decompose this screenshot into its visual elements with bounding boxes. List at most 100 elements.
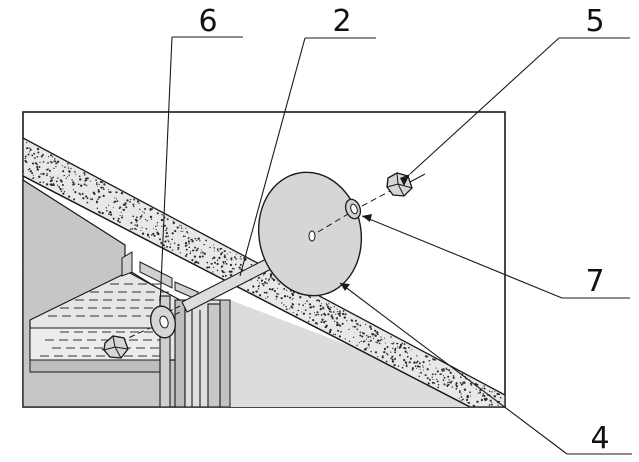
foam-speckle <box>383 350 386 354</box>
foam-speckle <box>458 397 460 400</box>
foam-speckle <box>202 253 204 255</box>
foam-speckle <box>338 335 342 338</box>
foam-speckle <box>209 246 211 249</box>
foam-speckle <box>342 310 345 312</box>
foam-speckle <box>335 313 337 315</box>
foam-speckle <box>218 256 221 260</box>
foam-speckle <box>57 177 59 179</box>
foam-speckle <box>411 369 414 371</box>
foam-speckle <box>95 179 97 181</box>
foam-speckle <box>54 158 56 160</box>
foam-speckle <box>197 261 200 265</box>
foam-speckle <box>96 185 98 187</box>
foam-speckle <box>149 215 153 219</box>
foam-speckle <box>411 367 415 370</box>
foam-speckle <box>124 202 127 205</box>
foam-speckle <box>226 253 228 255</box>
foam-speckle <box>105 207 107 209</box>
foam-speckle <box>460 396 463 398</box>
foam-speckle <box>262 284 265 287</box>
foam-speckle <box>49 176 51 178</box>
foam-speckle <box>330 306 332 309</box>
foam-speckle <box>119 206 122 209</box>
foam-speckle <box>63 175 65 177</box>
foam-speckle <box>415 361 418 364</box>
foam-speckle <box>91 198 94 201</box>
foam-speckle <box>422 364 424 366</box>
foam-speckle <box>134 224 136 226</box>
foam-speckle <box>86 177 89 180</box>
foam-speckle <box>179 252 181 254</box>
foam-speckle <box>81 192 84 195</box>
foam-speckle <box>230 274 233 276</box>
foam-speckle <box>386 352 388 355</box>
foam-speckle <box>216 269 219 272</box>
foam-speckle <box>399 345 402 349</box>
foam-speckle <box>93 193 96 196</box>
foam-speckle <box>378 342 381 345</box>
foam-speckle <box>465 398 469 402</box>
foam-speckle <box>115 198 118 200</box>
foam-speckle <box>359 331 362 334</box>
foam-speckle <box>404 361 408 364</box>
foam-speckle <box>75 173 77 175</box>
foam-speckle <box>406 355 409 358</box>
foam-speckle <box>469 382 473 385</box>
foam-speckle <box>252 291 255 294</box>
foam-speckle <box>285 305 287 308</box>
foam-speckle <box>131 228 134 230</box>
foam-speckle <box>283 287 286 290</box>
foam-speckle <box>36 165 39 168</box>
foam-speckle <box>110 213 113 216</box>
foam-speckle <box>97 188 100 191</box>
foam-speckle <box>460 399 462 401</box>
foam-speckle <box>150 207 154 211</box>
foam-speckle <box>191 240 194 243</box>
foam-speckle <box>224 256 227 259</box>
foam-speckle <box>265 277 267 280</box>
foam-speckle <box>161 213 163 216</box>
foam-speckle <box>117 219 120 223</box>
foam-speckle <box>194 246 197 249</box>
foam-speckle <box>286 289 288 292</box>
foam-speckle <box>164 246 166 248</box>
callout-6: 6 <box>198 4 217 39</box>
foam-speckle <box>230 258 233 261</box>
foam-speckle <box>399 343 403 347</box>
foam-speckle <box>28 151 31 153</box>
foam-speckle <box>434 373 437 376</box>
foam-speckle <box>361 335 364 338</box>
foam-speckle <box>332 318 334 320</box>
foam-speckle <box>83 171 86 175</box>
leader-arrowheads <box>340 174 410 291</box>
foam-speckle <box>167 239 169 241</box>
foam-speckle <box>257 288 260 290</box>
foam-speckle <box>315 322 318 325</box>
foam-speckle <box>53 167 55 170</box>
foam-speckle <box>98 195 101 199</box>
foam-speckle <box>229 263 233 267</box>
foam-speckle <box>136 224 139 227</box>
foam-speckle <box>446 384 449 387</box>
foam-speckle <box>239 263 242 266</box>
foam-speckle <box>52 183 55 187</box>
foam-speckle <box>442 379 445 381</box>
foam-speckle <box>426 355 429 358</box>
foam-speckle <box>203 243 205 246</box>
foam-speckle <box>377 356 379 358</box>
foam-speckle <box>120 192 124 195</box>
foam-speckle <box>309 296 312 299</box>
foam-speckle <box>459 376 462 379</box>
foam-speckle <box>61 183 64 187</box>
foam-speckle <box>179 224 181 227</box>
foam-speckle <box>414 365 417 368</box>
foam-speckle <box>23 170 25 173</box>
foam-speckle <box>201 255 204 258</box>
foam-speckle <box>129 228 132 231</box>
foam-speckle <box>354 325 357 328</box>
foam-speckle <box>292 311 294 314</box>
foam-speckle <box>139 218 141 220</box>
foam-speckle <box>289 308 291 310</box>
foam-speckle <box>436 378 438 381</box>
foam-speckle <box>428 378 431 381</box>
